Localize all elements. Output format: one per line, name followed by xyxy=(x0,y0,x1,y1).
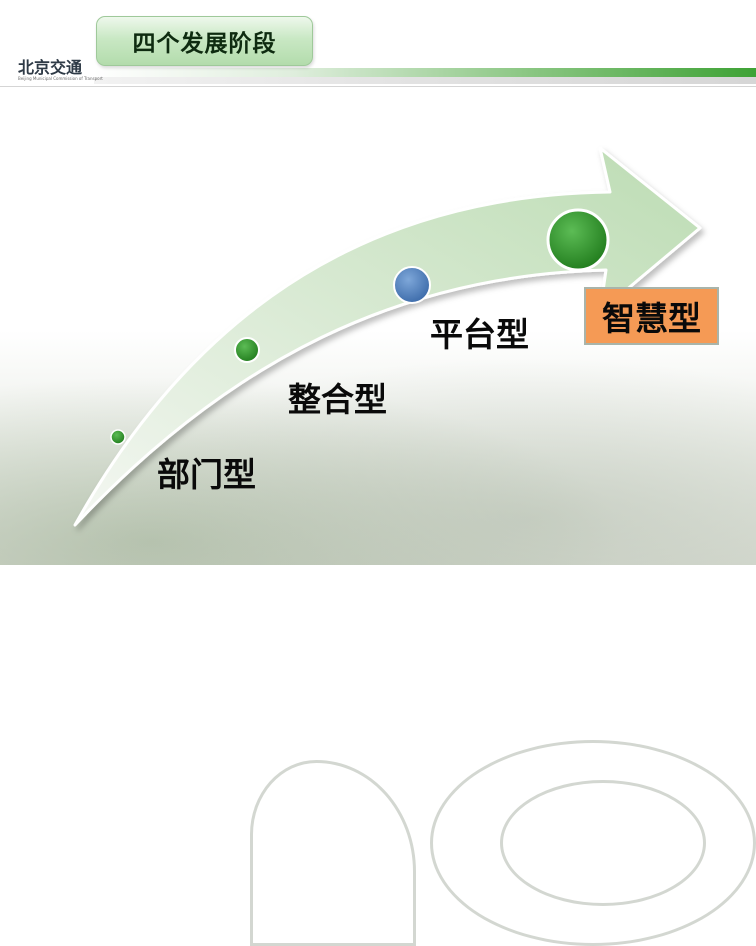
stage-label-platform: 平台型 xyxy=(430,315,529,354)
header-green-band xyxy=(94,68,756,77)
stage-label-integrated: 整合型 xyxy=(288,380,387,419)
stage-dot-4 xyxy=(546,208,610,272)
slide-title: 四个发展阶段 xyxy=(96,16,313,66)
logo-subtitle: Beijing Municipal Commission of Transpor… xyxy=(18,76,103,81)
background-road-curve xyxy=(500,780,706,906)
stage-dot-2 xyxy=(234,337,260,363)
header-divider xyxy=(0,86,756,87)
stage-dot-1 xyxy=(110,429,126,445)
stage-arrow-diagram xyxy=(73,146,702,527)
growth-arrow xyxy=(73,146,702,527)
stage-label-smart: 智慧型 xyxy=(584,287,719,345)
stage-dot-3 xyxy=(393,266,431,304)
background-road-curve xyxy=(250,760,416,946)
logo-name: 北京交通 xyxy=(18,58,83,77)
stage-label-departmental: 部门型 xyxy=(157,455,256,494)
beijing-transport-logo: 北京交通 Beijing Municipal Commission of Tra… xyxy=(18,58,103,84)
